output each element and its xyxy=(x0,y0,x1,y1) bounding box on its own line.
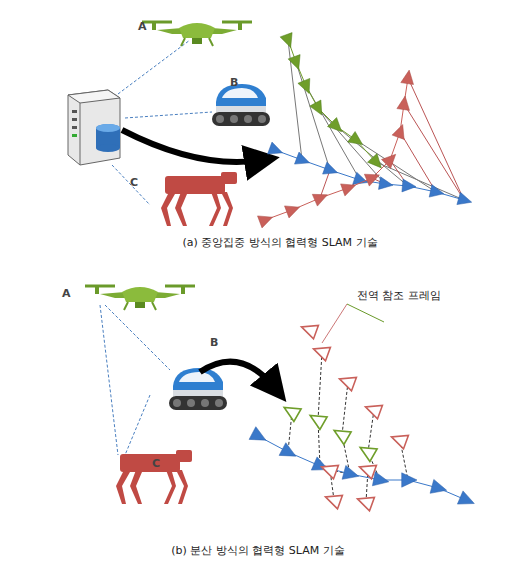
robot-name: B xyxy=(210,336,218,349)
caption: (b) 분산 방식의 협력형 SLAM 기술 xyxy=(171,544,344,557)
robot-name: C xyxy=(130,176,138,189)
robot-name: A xyxy=(138,20,147,33)
robot-name: B xyxy=(230,76,238,89)
frame-label: 전역 참조 프레임 xyxy=(355,289,443,302)
caption: (a) 중앙집중 방식의 협력형 SLAM 기술 xyxy=(182,236,377,249)
robot-name: A xyxy=(62,287,71,300)
robot-name: C xyxy=(152,457,160,470)
